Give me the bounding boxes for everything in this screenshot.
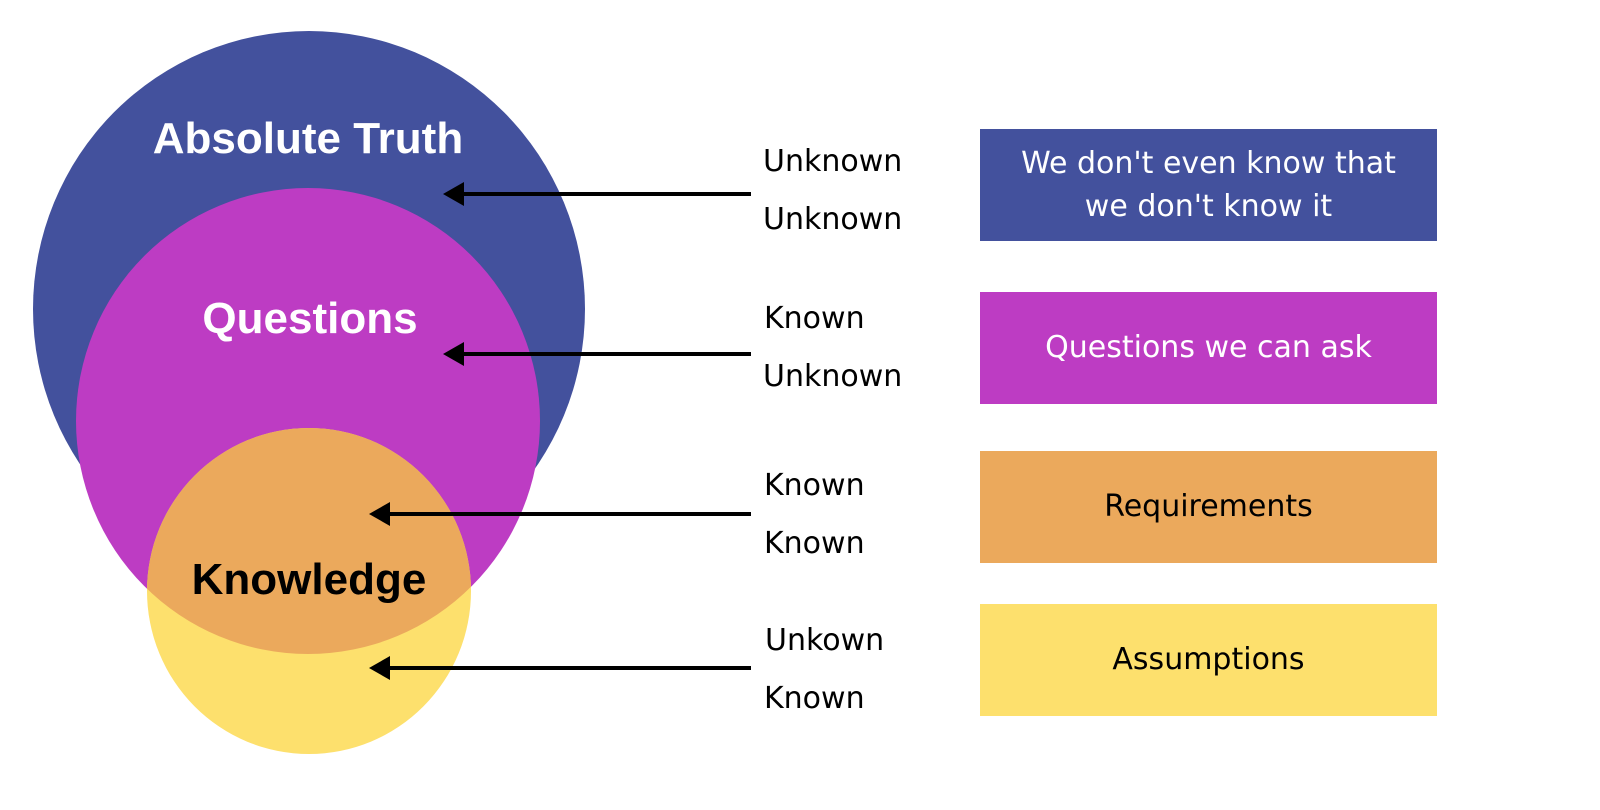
unknown-unknowns-text: We don't even know that we don't know it [1021, 145, 1396, 225]
questions-box-text: Questions we can ask [1045, 330, 1372, 366]
requirements-box-text: Requirements [1104, 489, 1313, 525]
knowledge-label: Knowledge [192, 555, 427, 604]
questions-box: Questions we can ask [980, 292, 1437, 404]
row-1-bottom-label: Unknown [763, 202, 903, 237]
questions-label: Questions [202, 294, 417, 343]
row-1-top-label: Unknown [763, 144, 903, 179]
absolute-truth-label: Absolute Truth [153, 114, 463, 163]
row-2-bottom-label: Unknown [763, 359, 903, 394]
row-3-top-label: Known [764, 468, 865, 503]
arrow-unknown-known [369, 656, 751, 680]
requirements-box: Requirements [980, 451, 1437, 563]
assumptions-box-text: Assumptions [1112, 642, 1305, 678]
arrow-known-known [369, 502, 751, 526]
row-4-bottom-label: Known [764, 681, 865, 716]
unknown-unknowns-box: We don't even know that we don't know it [980, 129, 1437, 241]
arrow-known-unknown [443, 342, 751, 366]
assumptions-box: Assumptions [980, 604, 1437, 716]
arrow-unknown-unknown [443, 182, 751, 206]
row-4-top-label: Unkown [765, 623, 885, 658]
row-3-bottom-label: Known [764, 526, 865, 561]
row-2-top-label: Known [764, 301, 865, 336]
